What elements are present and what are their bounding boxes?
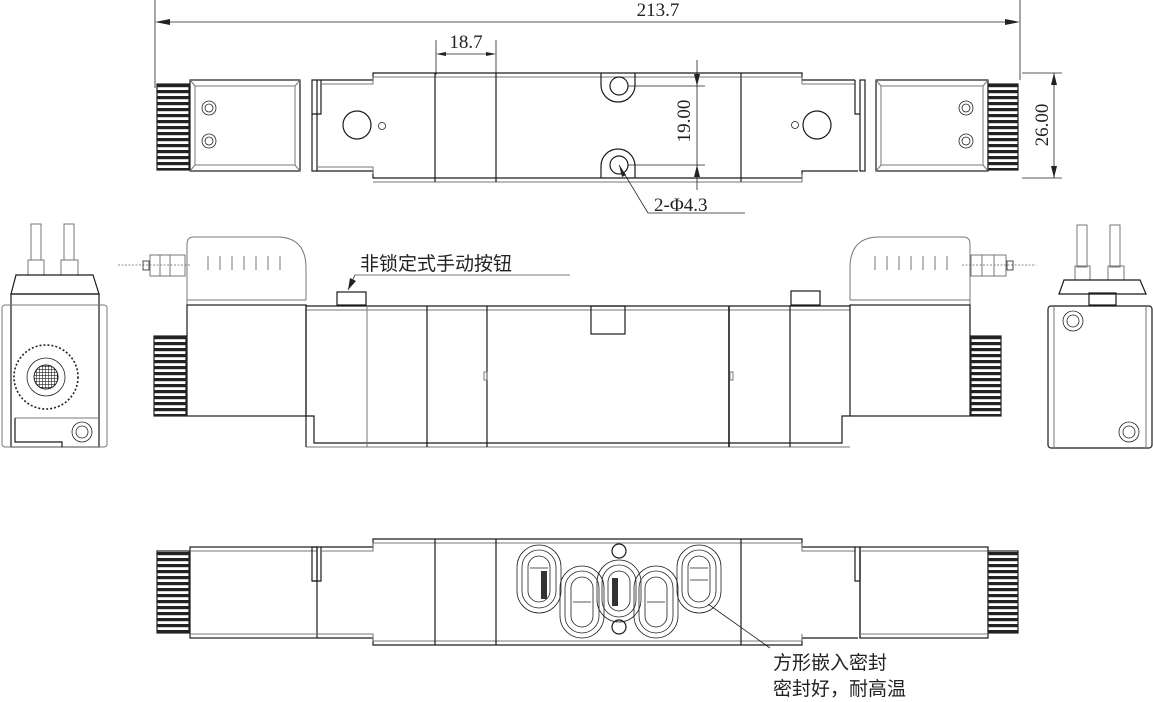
seal-label-line1: 方形嵌入密封 [773,652,887,674]
front-view [118,236,1036,448]
overall-length-dimension: 213.7 [154,0,1021,88]
seal-callout: 方形嵌入密封 密封好，耐高温 [707,603,906,700]
segment-width-dimension: 18.7 [435,32,497,75]
mounting-hole-label: 2-Φ4.3 [654,195,707,216]
mounting-hole-callout: 2-Φ4.3 [618,164,745,216]
left-end-view [1,223,108,448]
knurled-knob-icon [156,550,190,634]
knurled-knob-icon [156,83,190,171]
manual-button-callout: 非锁定式手动按钮 [347,253,570,291]
manual-button-label: 非锁定式手动按钮 [360,253,512,275]
segment-width-label: 18.7 [449,32,482,53]
body-width-label: 26.00 [1032,104,1053,147]
bottom-view [156,538,1019,646]
body-width-dimension: 26.00 [1022,72,1062,179]
manual-button-left [336,291,367,306]
overall-length-label: 213.7 [637,0,680,21]
top-view [156,72,1019,183]
knurled-knob-icon [987,83,1019,171]
hole-spacing-label: 19.00 [674,100,695,143]
manual-button-right [790,290,821,306]
hole-spacing-dimension: 19.00 [628,60,705,190]
knurled-knob-icon [987,550,1019,634]
knurled-knob-icon [153,335,187,417]
seal-ports [516,543,722,639]
knurled-knob-icon [970,335,1002,417]
right-end-view [1047,224,1153,449]
seal-label-line2: 密封好，耐高温 [773,678,906,700]
